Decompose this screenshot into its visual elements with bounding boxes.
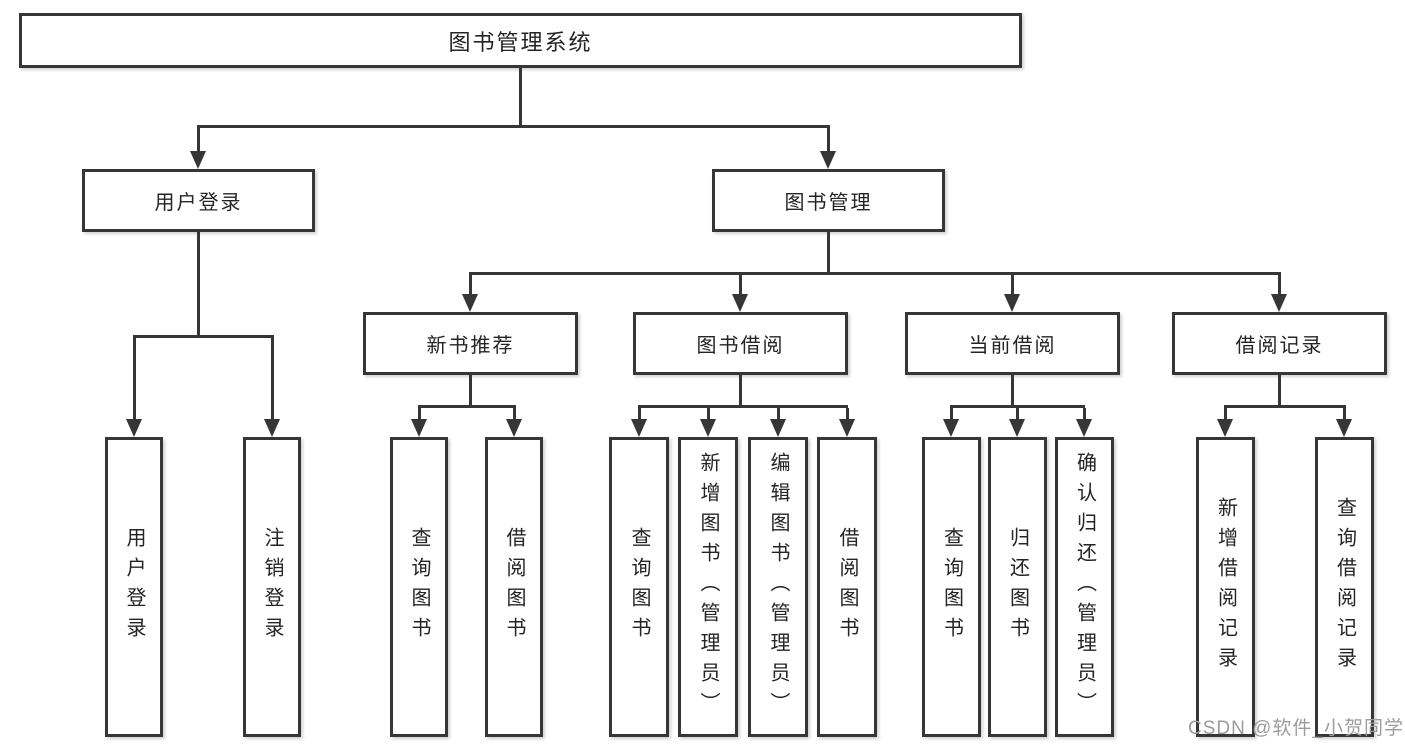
arrowhead-down-icon: [732, 294, 748, 312]
connector-line: [827, 232, 830, 273]
leaf-confirm-return-admin: 确认归还（管理员）: [1055, 437, 1114, 737]
connector-line: [739, 375, 742, 406]
node-borrowing-records: 借阅记录: [1172, 312, 1387, 375]
connector-line: [133, 335, 274, 338]
connector-line: [827, 128, 830, 153]
arrowhead-down-icon: [264, 419, 280, 437]
node-current-borrowing: 当前借阅: [905, 312, 1120, 375]
arrowhead-down-icon: [700, 419, 716, 437]
node-book-management: 图书管理: [712, 169, 945, 232]
connector-line: [1343, 408, 1346, 421]
arrowhead-down-icon: [1076, 419, 1092, 437]
connector-line: [469, 275, 472, 296]
connector-line: [707, 408, 710, 421]
arrowhead-down-icon: [1009, 419, 1025, 437]
connector-line: [739, 275, 742, 296]
arrowhead-down-icon: [411, 419, 427, 437]
connector-line: [950, 408, 953, 421]
connector-line: [950, 405, 1085, 408]
connector-line: [197, 232, 200, 336]
arrowhead-down-icon: [506, 419, 522, 437]
leaf-query-books-borrow: 查询图书: [609, 437, 669, 737]
arrowhead-down-icon: [462, 294, 478, 312]
leaf-edit-book-admin: 编辑图书（管理员）: [748, 437, 808, 737]
leaf-user-login: 用户登录: [105, 437, 163, 737]
leaf-query-borrow-record: 查询借阅记录: [1315, 437, 1374, 737]
connector-line: [846, 408, 849, 421]
connector-line: [197, 128, 200, 153]
connector-line: [1011, 375, 1014, 406]
leaf-query-books-recommend: 查询图书: [390, 437, 448, 737]
arrowhead-down-icon: [1271, 294, 1287, 312]
connector-line: [469, 375, 472, 406]
node-user-login: 用户登录: [82, 169, 315, 232]
connector-line: [1224, 405, 1346, 408]
leaf-borrow-books: 借阅图书: [817, 437, 877, 737]
arrowhead-down-icon: [1217, 419, 1233, 437]
connector-line: [777, 408, 780, 421]
node-library-system: 图书管理系统: [19, 13, 1022, 68]
connector-line: [418, 405, 516, 408]
connector-line: [519, 68, 522, 128]
connector-line: [133, 338, 136, 421]
connector-line: [1278, 275, 1281, 296]
leaf-query-books-current: 查询图书: [922, 437, 981, 737]
leaf-add-book-admin: 新增图书（管理员）: [678, 437, 738, 737]
arrowhead-down-icon: [943, 419, 959, 437]
connector-line: [1011, 275, 1014, 296]
leaf-borrow-books-recommend: 借阅图书: [485, 437, 543, 737]
arrowhead-down-icon: [839, 419, 855, 437]
csdn-watermark: CSDN @软件_小贺同学: [1188, 718, 1404, 739]
arrowhead-down-icon: [770, 419, 786, 437]
arrowhead-down-icon: [1004, 294, 1020, 312]
connector-line: [513, 408, 516, 421]
leaf-add-borrow-record: 新增借阅记录: [1196, 437, 1255, 737]
connector-line: [1083, 408, 1086, 421]
arrowhead-down-icon: [820, 151, 836, 169]
leaf-logout: 注销登录: [243, 437, 301, 737]
connector-line: [418, 408, 421, 421]
leaf-return-book: 归还图书: [988, 437, 1047, 737]
node-new-book-recommend: 新书推荐: [363, 312, 578, 375]
connector-line: [638, 405, 848, 408]
arrowhead-down-icon: [190, 151, 206, 169]
connector-line: [1224, 408, 1227, 421]
connector-line: [1016, 408, 1019, 421]
arrowhead-down-icon: [631, 419, 647, 437]
node-book-borrowing: 图书借阅: [633, 312, 848, 375]
arrowhead-down-icon: [1336, 419, 1352, 437]
connector-line: [638, 408, 641, 421]
connector-line: [1278, 375, 1281, 406]
connector-line: [271, 338, 274, 421]
connector-line: [197, 125, 830, 128]
connector-line: [469, 272, 1281, 275]
arrowhead-down-icon: [126, 419, 142, 437]
